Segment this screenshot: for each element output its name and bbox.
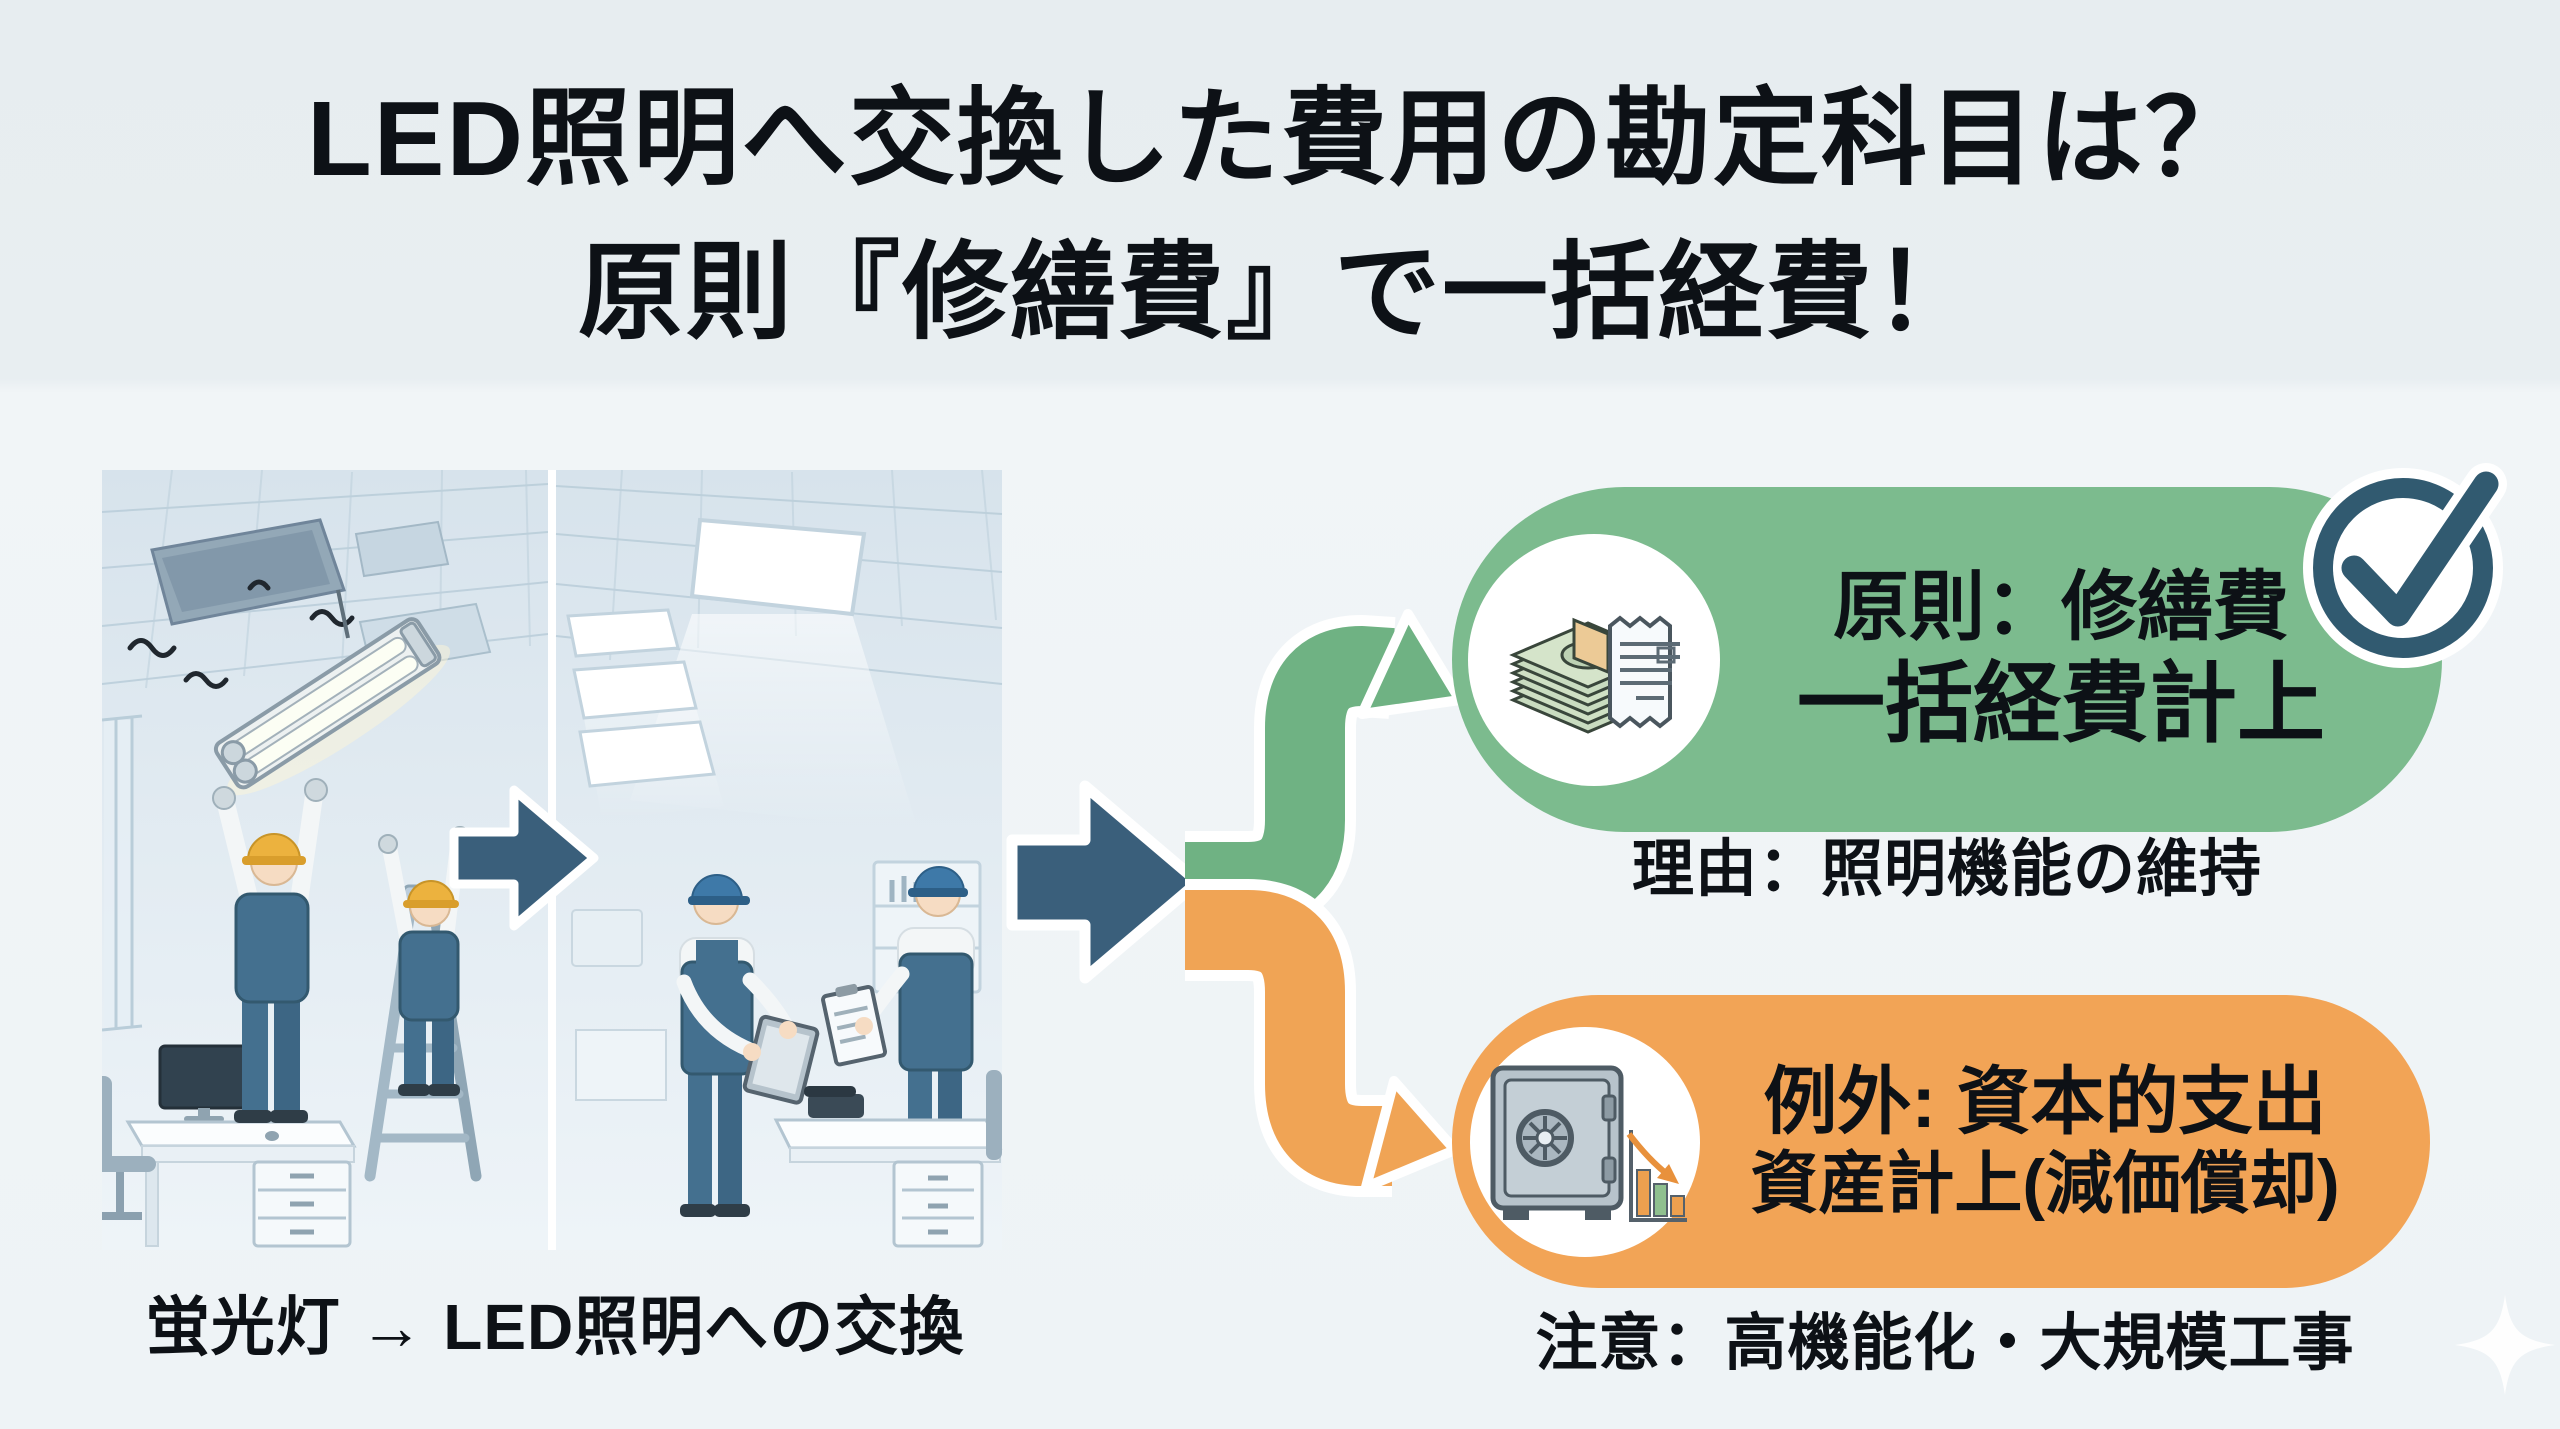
blue-hardhat-icon: [912, 866, 966, 893]
page-title-line1: LED照明へ交換した費用の勘定科目は？: [307, 80, 2253, 198]
principle-label: 原則：修繕費 一括経費計上: [1720, 564, 2442, 754]
blue-hardhat-icon: [690, 874, 744, 901]
yellow-hardhat-icon: [406, 880, 456, 905]
ceiling-opening-shadow: [162, 530, 330, 612]
exception-pill: 例外: 資本的支出 資産計上(減価償却): [1452, 995, 2430, 1288]
fluorescent-fixture-icon: [213, 617, 451, 796]
before-after-illustration: [102, 470, 1003, 1250]
exception-label-line2: 資産計上(減価償却): [1750, 1145, 2340, 1222]
window-frame: [102, 714, 143, 1032]
before-panel-fluorescent-removal: [102, 470, 549, 1250]
principle-label-line2: 一括経費計上: [1796, 653, 2325, 753]
principle-icon-circle: [1468, 533, 1720, 786]
principle-label-line1: 原則：修繕費: [1833, 565, 2289, 651]
green-arrowhead-icon: [1357, 609, 1465, 719]
hanging-cable: [336, 589, 350, 639]
after-panel-led-office: [555, 470, 1003, 1250]
safe-icon: [1490, 1065, 1624, 1220]
yellow-hardhat-icon: [246, 833, 302, 861]
right-arrow-icon: [449, 785, 599, 931]
before-after-caption: 蛍光灯 → LED照明への交換: [145, 1291, 965, 1363]
green-branch-arrow-icon: [1185, 626, 1402, 922]
tablet-icon: [742, 1014, 820, 1105]
office-desk-left: [125, 1044, 357, 1248]
safe-declining-chart-icon: [1490, 1065, 1687, 1222]
exception-label-line1: 例外: 資本的支出: [1763, 1060, 2327, 1144]
page-title-line2: 原則『修繕費』で一括経費！: [578, 234, 1982, 352]
principle-pill: 原則：修繕費 一括経費計上: [1452, 487, 2442, 832]
check-circle-icon: [2303, 463, 2507, 668]
receipt-icon: [1608, 614, 1680, 729]
office-chair-left: [102, 1076, 156, 1220]
office-desk-right: [773, 1070, 1003, 1248]
exception-caution-note: 注意：高機能化・大規模工事: [1535, 1309, 2355, 1378]
led-panel-lights-icon: [566, 517, 867, 788]
worker-yellow-helmet-on-desk: [212, 778, 328, 1123]
ceiling-slit: [354, 520, 450, 578]
right-arrow-icon: [1006, 780, 1204, 984]
exception-icon-circle: [1470, 1026, 1700, 1257]
declining-chart-icon: [1626, 1129, 1687, 1222]
orange-arrowhead-icon: [1361, 1076, 1460, 1192]
background-cabinets: [571, 909, 667, 1101]
green-branch-casing: [1185, 615, 1413, 933]
worker-blue-helmet-tablet: [676, 874, 820, 1217]
worker-yellow-helmet-on-ladder: [378, 826, 470, 1096]
principle-reason-note: 理由：照明機能の維持: [1631, 835, 2262, 904]
orange-branch-arrow-icon: [1185, 890, 1402, 1186]
exception-label: 例外: 資本的支出 資産計上(減価償却): [1700, 1059, 2430, 1224]
sparkle-icon: [2455, 1295, 2555, 1395]
clipboard-icon: [821, 983, 888, 1067]
orange-branch-casing: [1185, 879, 1413, 1197]
money-stack-receipt-icon: [1509, 614, 1680, 734]
